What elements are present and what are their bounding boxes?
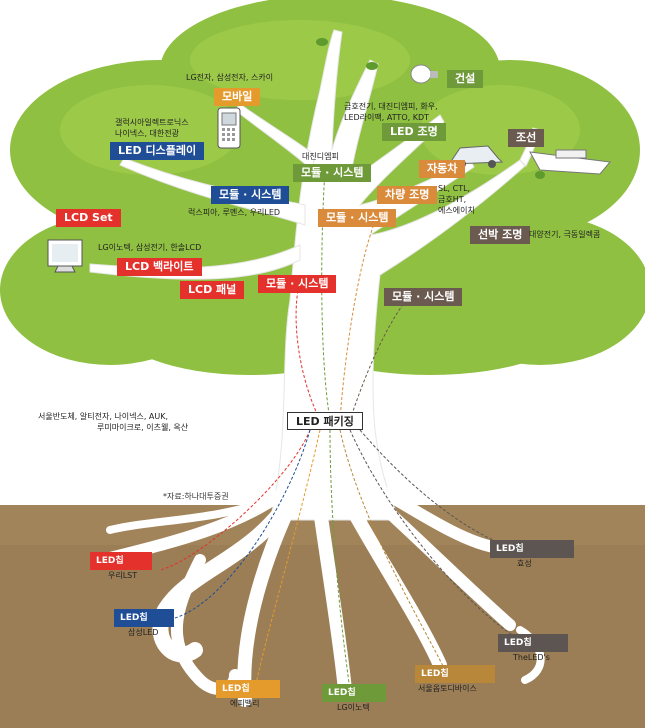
led-chip-label-4: LED칩	[322, 684, 386, 702]
module-system-label-4: 모듈 · 시스템	[318, 209, 397, 227]
led-chip-company-4: LG이노텍	[337, 703, 370, 712]
led-chip-label-6: LED칩	[498, 634, 568, 652]
led-lighting-companies-1: 금호전기, 대진디엠피, 화우,	[344, 102, 438, 111]
module-system-label-1: 모듈 · 시스템	[211, 186, 290, 204]
led-chip-label-5: LED칩	[415, 665, 495, 683]
mobile-companies: LG전자, 삼성전자, 스카이	[186, 73, 274, 82]
lcd-set-label: LCD Set	[56, 209, 121, 227]
source-note: *자료:하나대투증권	[163, 492, 229, 501]
car-lighting-label: 차량 조명	[377, 186, 438, 204]
led-chip-label-7: LED칩	[490, 540, 574, 558]
module-1-companies: 럭스피아, 루멘스, 우리LED	[188, 208, 281, 217]
led-packaging-label: LED 패키징	[287, 412, 363, 430]
car-label: 자동차	[419, 160, 466, 178]
ship-lighting-companies: 대양전기, 극동일렉콤	[529, 230, 601, 239]
led-chip-company-2: 삼성LED	[128, 628, 159, 637]
led-lighting-companies-2: LED라이팩, ATTO, KDT	[344, 113, 429, 122]
led-chip-label-1: LED칩	[90, 552, 152, 570]
led-chip-company-3: 에피밸리	[230, 699, 260, 708]
shipbuilding-label: 조선	[508, 129, 545, 147]
lcd-backlight-label: LCD 백라이트	[117, 258, 202, 276]
led-chip-company-1: 우리LST	[108, 571, 138, 580]
supply-chain-lines	[159, 169, 521, 691]
module-system-label-5: 모듈 · 시스템	[384, 288, 463, 306]
module-3-companies: 대진디엠피	[302, 152, 339, 161]
led-display-companies-2: 나이넥스, 대한전광	[115, 129, 179, 138]
car-lighting-companies-3: 에스에이치	[438, 206, 475, 215]
car-lighting-companies-2: 금호HT,	[438, 195, 467, 204]
light-bulb-icon	[410, 64, 438, 84]
mobile-phone-icon	[217, 107, 241, 149]
module-system-label-3: 모듈 · 시스템	[293, 164, 372, 182]
led-packaging-companies-2: 루미마이크로, 이츠웰, 옥산	[97, 423, 189, 432]
lcd-panel-label: LCD 패널	[180, 281, 245, 299]
lcd-backlight-companies: LG이노텍, 삼성전기, 한솔LCD	[98, 243, 202, 252]
led-chip-company-5: 서울옵토디바이스	[418, 684, 477, 693]
ship-icon	[529, 149, 611, 175]
led-packaging-companies-1: 서울반도체, 알티전자, 나이넥스, AUK,	[38, 412, 169, 421]
module-system-label-2: 모듈 · 시스템	[258, 275, 337, 293]
led-chip-company-6: TheLED's	[513, 653, 550, 662]
monitor-icon	[47, 239, 83, 273]
construction-label: 건설	[447, 70, 484, 88]
mobile-label: 모바일	[214, 88, 261, 106]
led-chip-label-2: LED칩	[114, 609, 174, 627]
car-lighting-companies-1: SL, CTL,	[438, 184, 471, 193]
led-display-companies-1: 갤럭시아일렉트로닉스	[115, 118, 189, 127]
led-lighting-label: LED 조명	[382, 123, 446, 141]
ship-lighting-label: 선박 조명	[470, 226, 531, 244]
led-chip-company-7: 효성	[517, 559, 532, 568]
led-display-label: LED 디스플레이	[110, 142, 205, 160]
led-chip-label-3: LED칩	[216, 680, 280, 698]
